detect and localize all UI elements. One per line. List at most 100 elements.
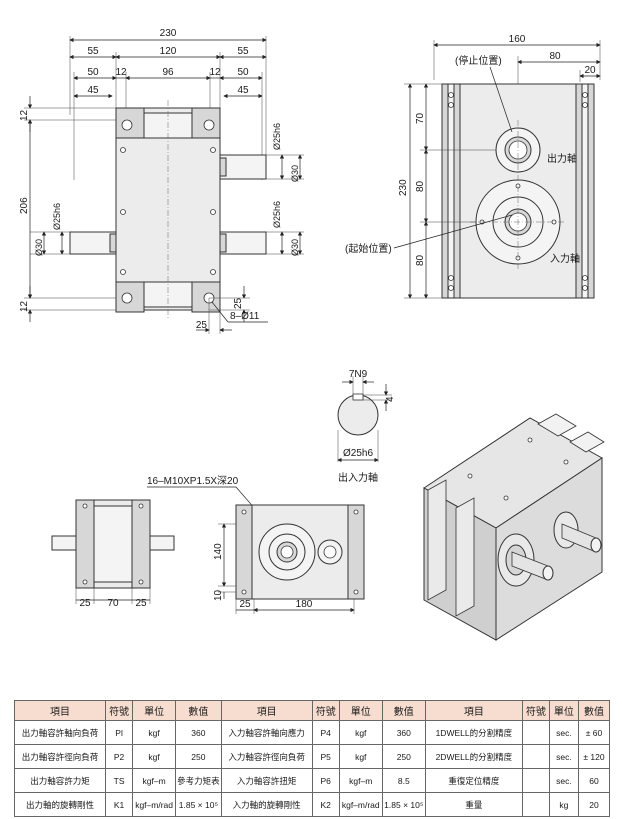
table-cell: sec.: [548, 744, 579, 769]
table-cell: 出力軸容許徑向負荷: [13, 744, 107, 769]
dim-25-side-left: 25: [79, 598, 91, 609]
dim-80-low: 80: [415, 254, 426, 266]
tapped-holes-label: 16–M10XP1.5X深20: [147, 475, 239, 487]
dim-120: 120: [160, 46, 177, 57]
dim-25-horizontal: 25: [196, 320, 208, 331]
col-value-1: 數值: [175, 700, 222, 721]
col-unit-1: 單位: [132, 700, 177, 721]
label-input-shaft: 入力軸: [550, 252, 580, 265]
table-cell: ± 120: [577, 744, 611, 769]
dim-12-left: 12: [115, 67, 127, 78]
dim-50-left: 50: [87, 67, 99, 78]
col-value-2: 數值: [381, 700, 426, 721]
dim-dia25-upper: Ø25h6: [272, 123, 282, 150]
table-header-row: 項目 符號 單位 數值 項目 符號 單位 數值 項目 符號 單位 數值: [13, 700, 611, 721]
dim-dia25-lower: Ø25h6: [272, 201, 282, 228]
dim-180: 180: [296, 599, 313, 610]
table-cell: 出力軸的旋轉剛性: [13, 792, 107, 817]
table-cell: P5: [311, 744, 340, 769]
table-row: 出力軸容許軸向負荷 Pl kgf 360 入力軸容許軸向應力 P4 kgf 36…: [13, 720, 611, 745]
bolt-holes-label: 8–Ø11: [230, 311, 260, 322]
table-cell: kgf: [338, 720, 383, 745]
table-cell: kgf: [338, 744, 383, 769]
dim-70: 70: [415, 112, 426, 124]
table-cell: P2: [105, 744, 134, 769]
table-cell: kg: [548, 792, 579, 817]
dim-140: 140: [213, 543, 224, 560]
table-row: 出力軸的旋轉剛性 K1 kgf–m/rad 1.85 × 10⁵ 入力軸的旋轉剛…: [13, 792, 611, 817]
dim-45-left: 45: [87, 85, 99, 96]
spec-table: 項目 符號 單位 數值 項目 符號 單位 數值 項目 符號 單位 數值 出力軸容…: [13, 700, 611, 817]
dim-dia30-lower: Ø30: [290, 239, 300, 256]
table-cell: P6: [311, 768, 340, 793]
label-start-position: (起始位置): [345, 242, 392, 255]
table-cell: kgf–m/rad: [338, 792, 383, 817]
table-cell: 重量: [424, 792, 523, 817]
table-cell: 入力軸容許扭矩: [220, 768, 313, 793]
keyway-caption: 出入力軸: [338, 471, 378, 484]
table-cell: [521, 792, 550, 817]
table-cell: P4: [311, 720, 340, 745]
col-symbol-3: 符號: [521, 700, 550, 721]
dim-50-right: 50: [237, 67, 249, 78]
table-cell: 360: [175, 720, 222, 745]
col-item-2: 項目: [220, 700, 313, 721]
table-cell: Pl: [105, 720, 134, 745]
table-cell: K2: [311, 792, 340, 817]
table-cell: 360: [381, 720, 426, 745]
dim-80-mid: 80: [415, 180, 426, 192]
dim-80: 80: [549, 51, 561, 62]
table-cell: 重復定位精度: [424, 768, 523, 793]
top-view: 230 55 120 55 50 12 96 12 50 45 45: [19, 28, 304, 334]
keyway-depth: 4: [385, 396, 396, 402]
isometric-view: [423, 413, 605, 641]
table-cell: [521, 720, 550, 745]
side-view: 25 70 25: [51, 499, 175, 609]
dim-12-right: 12: [209, 67, 221, 78]
col-unit-2: 單位: [338, 700, 383, 721]
table-cell: 250: [175, 744, 222, 769]
technical-drawing: 230 55 120 55 50 12 96 12 50 45 45: [19, 28, 605, 641]
front-view: 160 80 20 230 70: [345, 34, 601, 299]
table-cell: [521, 744, 550, 769]
table-cell: 250: [381, 744, 426, 769]
col-item-1: 項目: [13, 700, 107, 721]
table-cell: 入力軸容許徑向負荷: [220, 744, 313, 769]
table-cell: ± 60: [577, 720, 611, 745]
keyway-detail: 7N9 4 Ø25h6 出入力軸: [337, 369, 396, 484]
col-item-3: 項目: [424, 700, 523, 721]
dim-12-top: 12: [19, 109, 30, 121]
col-value-3: 數值: [577, 700, 611, 721]
dim-55-right: 55: [237, 46, 249, 57]
table-cell: kgf–m: [338, 768, 383, 793]
dim-25-side-right: 25: [135, 598, 147, 609]
keyway-diameter: Ø25h6: [343, 448, 373, 459]
table-cell: 參考力矩表: [175, 768, 222, 793]
table-row: 出力軸容許力矩 TS kgf–m 參考力矩表 入力軸容許扭矩 P6 kgf–m …: [13, 768, 611, 793]
table-cell: 出力軸容許軸向負荷: [13, 720, 107, 745]
dim-230-front: 230: [398, 179, 409, 196]
table-cell: sec.: [548, 720, 579, 745]
table-cell: 入力軸的旋轉剛性: [220, 792, 313, 817]
dim-10: 10: [213, 589, 224, 601]
col-symbol-1: 符號: [105, 700, 134, 721]
table-cell: 1DWELL的分割精度: [424, 720, 523, 745]
dim-dia25-left: Ø25h6: [52, 203, 62, 230]
table-cell: 8.5: [381, 768, 426, 793]
table-cell: 入力軸容許軸向應力: [220, 720, 313, 745]
dim-55-left: 55: [87, 46, 99, 57]
keyway-width: 7N9: [349, 369, 368, 380]
dim-45-right: 45: [237, 85, 249, 96]
bottom-view: 16–M10XP1.5X深20 140 10 25 180: [147, 475, 365, 614]
label-output-shaft: 出力軸: [547, 152, 577, 165]
table-cell: TS: [105, 768, 134, 793]
table-cell: 2DWELL的分割精度: [424, 744, 523, 769]
dim-20: 20: [584, 65, 596, 76]
label-stop-position: (停止位置): [455, 54, 502, 67]
dim-12-bottom: 12: [19, 300, 30, 312]
table-cell: K1: [105, 792, 134, 817]
table-cell: 20: [577, 792, 611, 817]
table-cell: 出力軸容許力矩: [13, 768, 107, 793]
dim-25-vertical: 25: [233, 297, 244, 309]
